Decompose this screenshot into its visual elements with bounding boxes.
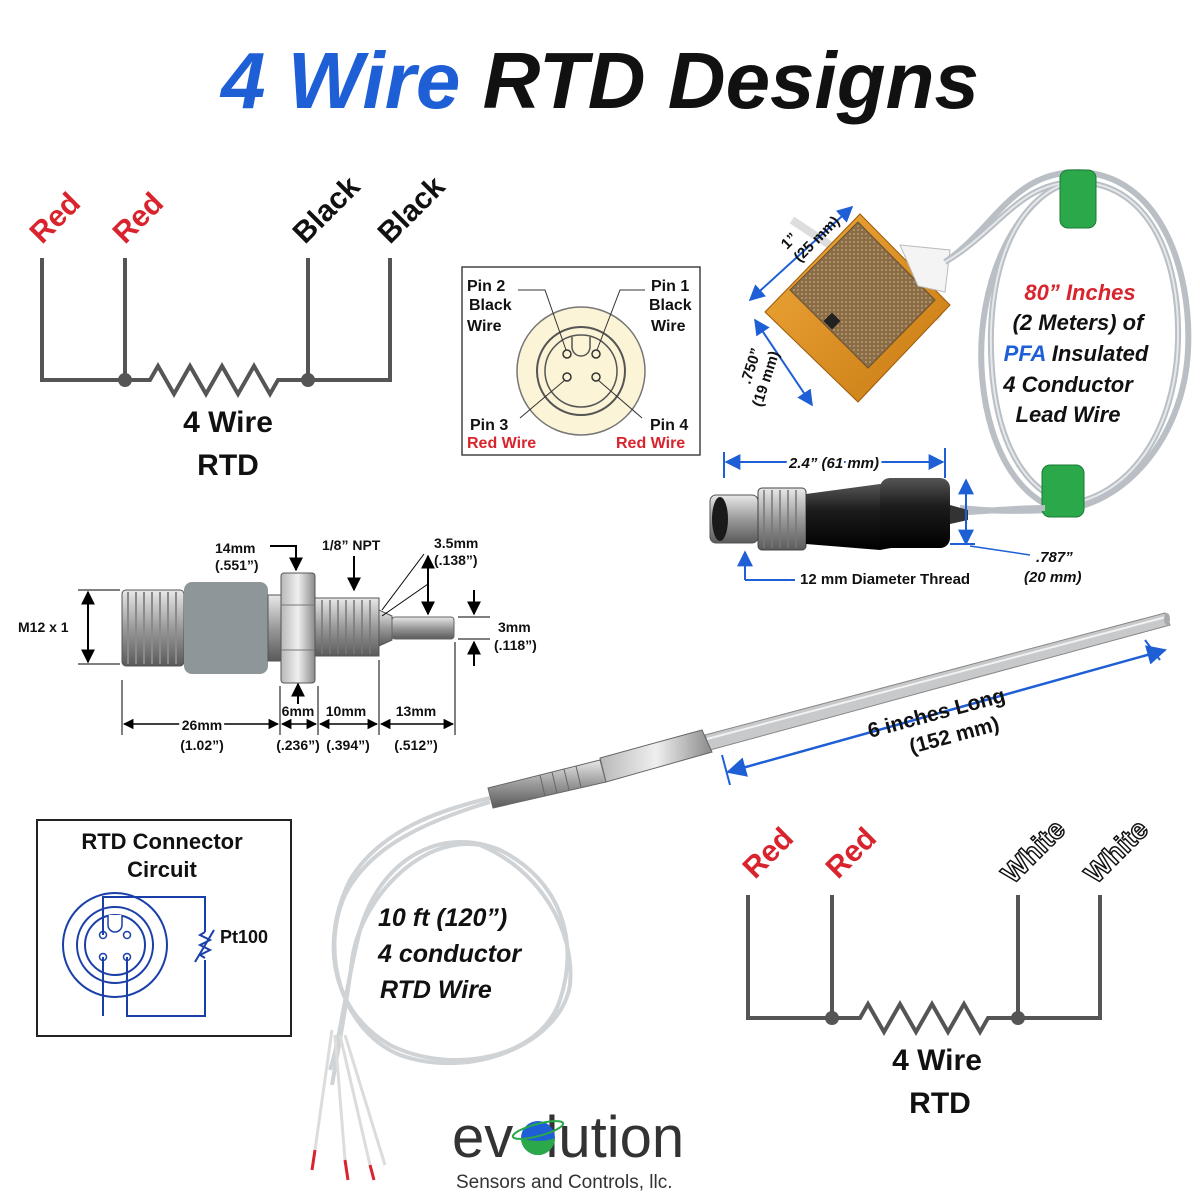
connector-circuit-title-1: RTD Connector [81,829,243,854]
top-wire-label-1: Red [24,187,87,250]
bottom-node-right [1011,1011,1025,1025]
bottom-wire-label-1: Red [737,822,800,885]
fitting-nut-mm: 6mm [282,703,315,719]
lead-wire-coil-highlight [944,180,1180,506]
rtd-wire-coil [328,796,573,1086]
connector-circuit-element: Pt100 [220,927,268,947]
probe-length-ext-l [721,754,731,786]
top-node-right [301,373,315,387]
cable-tie-bottom [1041,464,1085,518]
bottom-circuit-caption-2: RTD [909,1087,971,1120]
fitting-length-labels: 26mm (1.02”) 6mm (.236”) 10mm (.394”) 13… [179,703,438,753]
fitting-hex-arrow [270,545,303,572]
bottom-circuit-caption-1: 4 Wire [892,1044,982,1077]
connector-diameter-leader [969,545,1031,556]
rtd-wire-line2: 4 conductor [377,940,522,968]
bottom-wire-label-2: Red [820,822,883,885]
fitting-tip-ext-2 [381,583,429,617]
pinout-box [461,266,701,456]
fitting-npt-label: 1/8” NPT [322,537,381,553]
fitting-body-in: (1.02”) [180,737,224,753]
fitting-thread-label: M12 x 1 [18,619,69,635]
logo-name: evolution [452,1105,684,1170]
thread-label: 12 mm Diameter Thread [800,571,970,588]
rtd-wire-tails [310,1029,387,1181]
probe-length-ext-r [1144,639,1161,661]
pin4-label: Pin 4 Red Wire [616,417,693,452]
title-part1: 4 Wire [219,36,460,125]
rtd-wire-line3: RTD Wire [380,976,492,1004]
fitting-nptlen-in: (.394”) [326,737,370,753]
fitting-tiplen-in: (.512”) [394,737,438,753]
pin1-dot [591,349,601,359]
fitting-tiplen-mm: 13mm [396,703,436,719]
top-circuit [40,258,392,399]
lead-wire-line3: PFA Insulated [1004,341,1149,366]
m12-connector [709,478,1046,551]
patch-dim-2-label: .750” (19 mm) [732,342,783,409]
bottom-wire-label-4: White [1078,813,1154,889]
connector-diameter-label: .787” (20 mm) [1024,549,1082,586]
compression-fitting [121,572,455,684]
page-title: 4 Wire RTD Designs [219,36,979,125]
evolution-logo: evolution Sensors and Controls, llc. [452,1105,684,1193]
connector-circuit-box [36,819,292,1037]
lead-wire-caption: 80” Inches (2 Meters) of PFA Insulated 4… [1002,280,1149,427]
lead-wire-line4: 4 Conductor [1002,372,1134,397]
cable-tie-top [1059,169,1097,229]
fitting-nut-in: (.236”) [276,737,320,753]
lead-wire-line5: Lead Wire [1016,402,1121,427]
logo-tagline: Sensors and Controls, llc. [456,1172,673,1193]
rtd-wire-caption: 10 ft (120”) 4 conductor RTD Wire [377,904,522,1004]
fitting-tip-label: 3.5mm (.138”) [434,535,482,568]
pin4-dot [591,372,601,382]
patch-dim-1-line [748,205,854,302]
top-wire-label-3: Black [287,170,367,250]
top-circuit-caption-2: RTD [197,449,259,482]
fitting-hex-label: 14mm (.551”) [215,540,259,573]
pin2-label: Pin 2 Black Wire [467,278,516,335]
fitting-tip-ext-1 [381,553,425,611]
probe-length-line [726,645,1167,777]
bottom-node-left [825,1011,839,1025]
fitting-nptlen-mm: 10mm [326,703,366,719]
fitting-body-mm: 26mm [182,717,222,733]
patch-dim-2-line [754,318,813,407]
pin1-label: Pin 1 Black Wire [649,278,696,335]
bottom-wire-label-3: White [995,813,1071,889]
fitting-length-ext [121,642,456,735]
lead-wire-line1: 80” Inches [1024,280,1135,305]
pin2-dot [562,349,572,359]
lead-wire-line2: (2 Meters) of [1013,310,1146,335]
connector-length-label: 2.4” (61 mm) [788,455,879,472]
connector-circuit-title-2: Circuit [127,857,197,882]
rtd-wire-line1: 10 ft (120”) [378,904,507,932]
pin3-dot [562,372,572,382]
bottom-circuit [746,895,1102,1037]
top-node-left [118,373,132,387]
pin3-label: Pin 3 Red Wire [467,417,536,452]
fitting-probe-label: 3mm (.118”) [494,619,537,653]
top-wire-label-4: Black [372,170,452,250]
rtd-probe [487,612,1171,809]
top-circuit-caption-1: 4 Wire [183,406,273,439]
title-part2: RTD Designs [483,36,979,125]
top-wire-label-2: Red [107,187,170,250]
